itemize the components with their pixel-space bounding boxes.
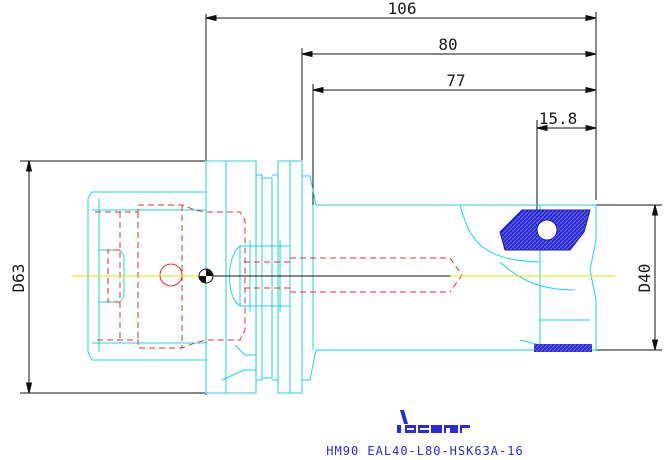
coolant-outlet [534,344,592,352]
caption-text: HM90 EAL40-L80-HSK63A-16 [326,444,523,458]
dim-15-8-label: 15.8 [539,109,578,128]
dimension-lines [20,12,662,395]
insert-screw-hole [536,219,558,241]
shank-hole [159,263,183,287]
dim-106-label: 106 [388,0,417,18]
dim-77-label: 77 [446,71,465,90]
iscar-logo [397,410,470,433]
dim-d63-label: D63 [9,264,28,293]
tool-outline [87,160,597,394]
dim-80-label: 80 [438,35,457,54]
dim-d40-label: D40 [635,264,654,293]
center-marker [198,268,214,284]
